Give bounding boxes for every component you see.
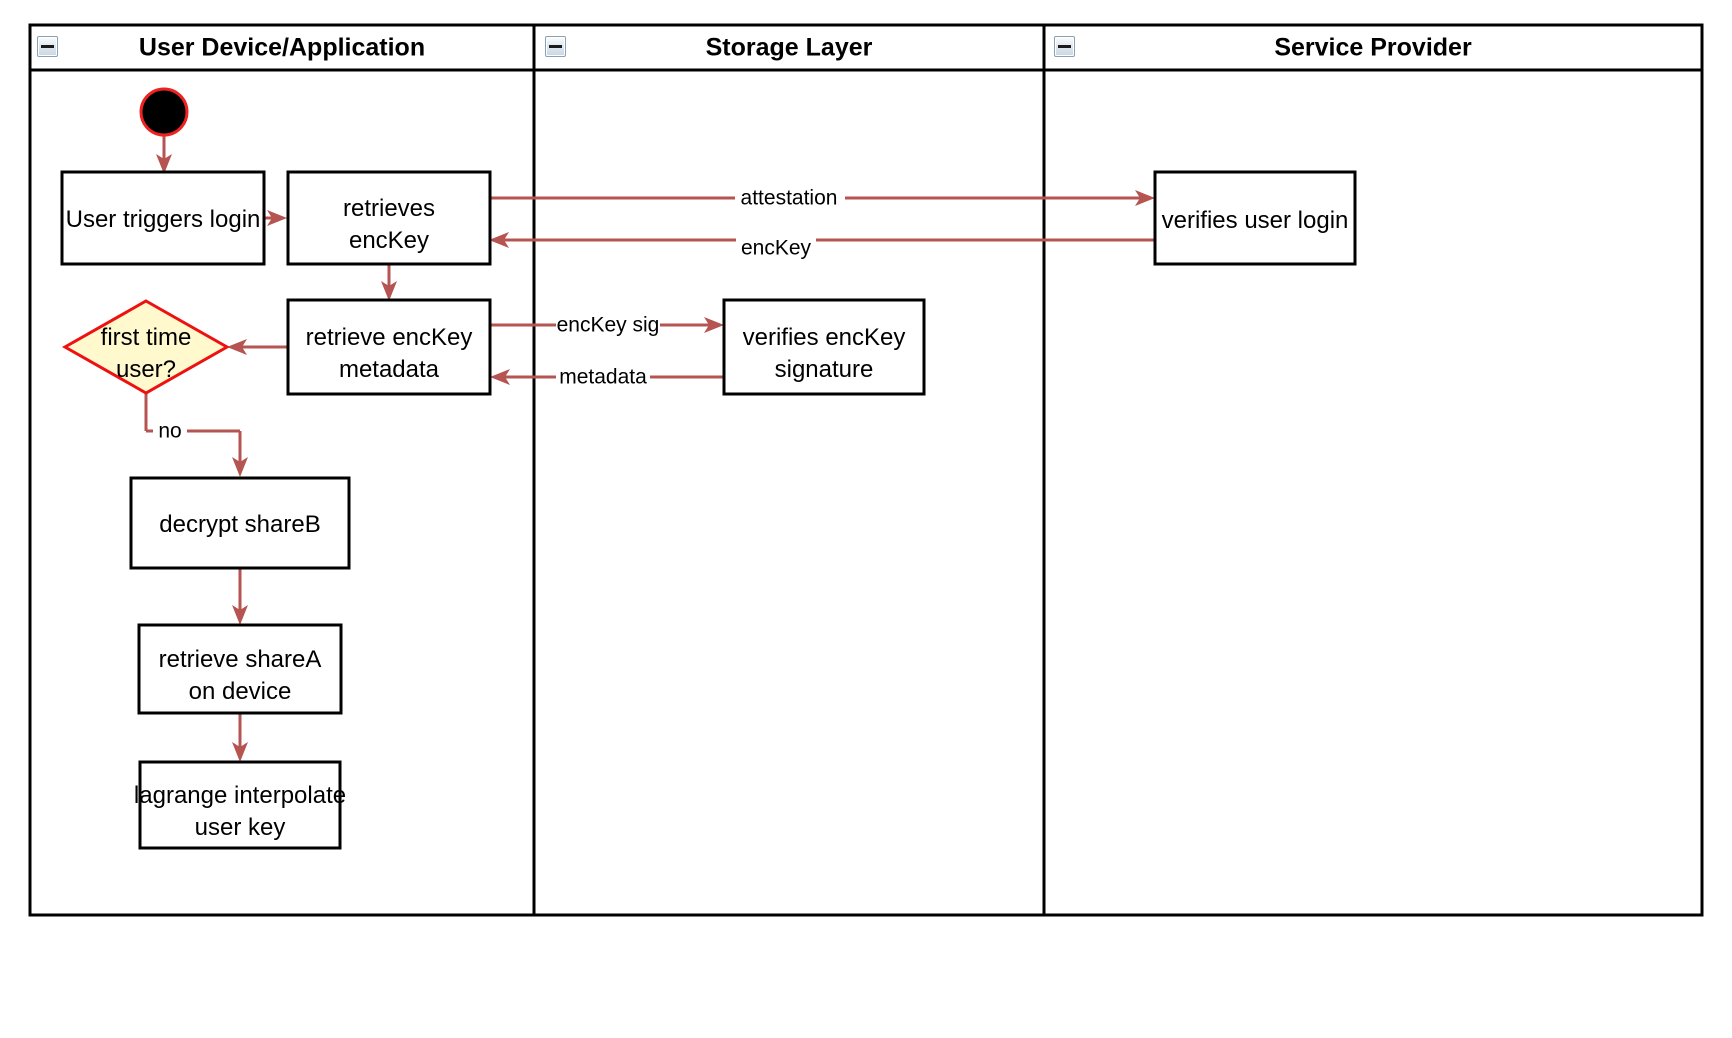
node-label-user-triggers-login: User triggers login [66, 206, 261, 233]
edge-label-no: no [158, 420, 181, 443]
collapse-minus-icon-storage[interactable] [545, 36, 566, 57]
node-retrieves-enckey[interactable]: retrieves encKey [286, 170, 492, 266]
node-label-verifies-user-login: verifies user login [1162, 207, 1349, 234]
edge-label-bg-enckey-sig [556, 313, 660, 337]
node-user-triggers-login[interactable]: User triggers login [60, 170, 266, 266]
edge-label-enckey: encKey [741, 237, 812, 260]
start-node[interactable] [139, 87, 189, 137]
edge-label-enckey-sig: encKey sig [557, 314, 660, 337]
collapse-minus-icon-user-device[interactable] [37, 36, 58, 57]
edge-label-bg-metadata [556, 365, 650, 389]
node-label-lagrange-line1: lagrange interpolate [134, 782, 346, 809]
node-decrypt-shareb[interactable]: decrypt shareB [129, 476, 351, 570]
node-label-decrypt-shareb: decrypt shareB [159, 511, 320, 538]
lane-title-user-device: User Device/Application [139, 34, 425, 62]
node-label-first-time-user-line2: user? [116, 356, 176, 383]
edge-label-bg-attestation [735, 186, 845, 210]
node-lagrange-interpolate-user-key[interactable]: lagrange interpolate user key [134, 760, 346, 850]
edge-login-to-retrieves [265, 210, 287, 226]
lane-title-service-provider: Service Provider [1274, 34, 1472, 62]
node-verifies-user-login[interactable]: verifies user login [1153, 170, 1357, 266]
edge-label-bg-no [153, 419, 187, 443]
edge-label-metadata: metadata [559, 366, 647, 389]
lane-title-storage: Storage Layer [706, 34, 873, 62]
collapse-minus-icon-service-provider[interactable] [1054, 36, 1075, 57]
node-label-verifies-enckey-signature-line1: verifies encKey [743, 324, 906, 351]
node-label-verifies-enckey-signature-line2: signature [775, 356, 874, 383]
edge-enckey-return [489, 232, 1155, 248]
node-retrieve-enckey-metadata[interactable]: retrieve encKey metadata [286, 298, 492, 396]
edge-label-attestation: attestation [741, 187, 838, 210]
node-first-time-user-decision[interactable]: first time user? [61, 299, 231, 395]
edge-retrieves-to-metadata [381, 265, 397, 301]
node-verifies-enckey-signature[interactable]: verifies encKey signature [722, 298, 926, 396]
node-retrieve-sharea-on-device[interactable]: retrieve shareA on device [137, 623, 343, 715]
node-label-retrieve-sharea-line2: on device [189, 678, 292, 705]
edge-start-to-login [156, 136, 172, 174]
edge-metadata-to-decision [227, 339, 287, 355]
node-label-lagrange-line2: user key [195, 814, 286, 841]
node-label-retrieve-sharea-line1: retrieve shareA [159, 646, 322, 673]
node-label-retrieve-enckey-metadata-line2: metadata [339, 356, 440, 383]
node-label-retrieves-enckey-line1: retrieves [343, 195, 435, 222]
node-label-retrieves-enckey-line2: encKey [349, 227, 429, 254]
edge-label-bg-enckey [736, 236, 816, 260]
edge-sharea-to-lagrange [232, 714, 248, 762]
node-label-first-time-user-line1: first time [101, 324, 192, 351]
edge-decrypt-to-sharea [232, 569, 248, 625]
node-label-retrieve-enckey-metadata-line1: retrieve encKey [306, 324, 473, 351]
